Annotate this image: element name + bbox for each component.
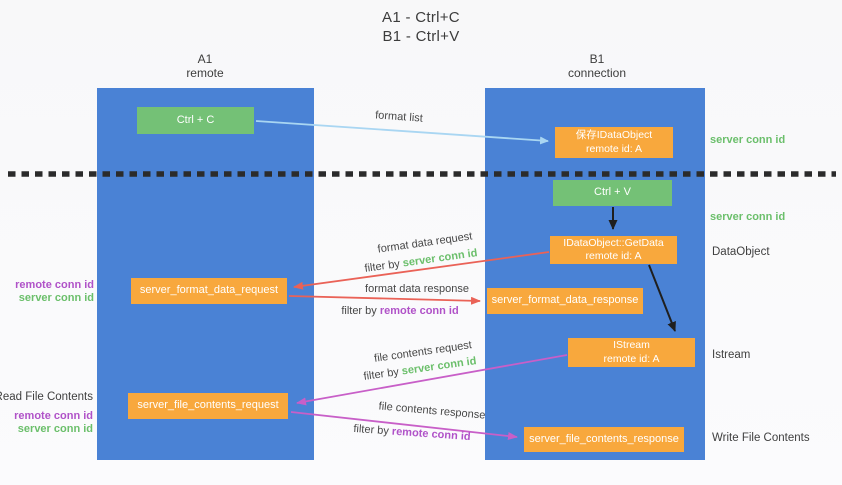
lane-a1-name: A1	[197, 52, 213, 66]
left-format-conn-ids: remote conn id server conn id	[15, 279, 94, 305]
right-dataobject-label: DataObject	[712, 246, 770, 258]
filter-by-text: filter by	[362, 366, 400, 383]
save-idataobject-line2: remote id: A	[585, 142, 643, 155]
ctrl-c-label: Ctrl + C	[176, 113, 215, 126]
format-list-annotation: format list	[374, 109, 424, 125]
server-file-contents-response-box: server_file_contents_response	[524, 427, 684, 452]
server-file-contents-request-box: server_file_contents_request	[128, 393, 288, 419]
right-server-conn-id-top: server conn id	[710, 134, 786, 146]
lane-b1-subtitle: connection	[567, 66, 627, 80]
istream-line1: IStream	[613, 339, 650, 351]
server-format-data-request-label: server_format_data_request	[139, 284, 279, 297]
idataobject-getdata-box: IDataObject::GetData remote id: A	[550, 236, 677, 264]
remote-conn-id-label: remote conn id	[15, 279, 94, 291]
save-idataobject-box: 保存IDataObject remote id: A	[555, 127, 673, 158]
read-file-contents-label: Read File Contents	[0, 391, 93, 403]
left-file-labels: Read File Contents remote conn id server…	[0, 391, 93, 436]
filter-by-text: filter by	[341, 305, 377, 317]
lane-b1-name: B1	[589, 52, 605, 66]
server-conn-id-label: server conn id	[17, 423, 93, 435]
server-format-data-request-box: server_format_data_request	[131, 278, 287, 304]
filter-by-text: filter by	[363, 258, 401, 275]
right-write-file-contents-label: Write File Contents	[712, 432, 810, 444]
remote-conn-id-text: remote conn id	[379, 305, 459, 317]
server-file-contents-request-label: server_file_contents_request	[137, 399, 279, 412]
server-conn-id-label: server conn id	[18, 292, 94, 304]
ctrl-v-box: Ctrl + V	[553, 180, 672, 206]
istream-box: IStream remote id: A	[568, 338, 695, 367]
save-idataobject-line1: 保存IDataObject	[575, 129, 653, 141]
ctrl-c-box: Ctrl + C	[137, 107, 254, 134]
format-data-response-arrow	[288, 295, 481, 305]
server-format-data-response-label: server_format_data_response	[491, 294, 639, 307]
right-server-conn-id-mid: server conn id	[710, 211, 786, 223]
getdata-line1: IDataObject::GetData	[563, 236, 664, 249]
ctrl-v-label: Ctrl + V	[594, 186, 631, 199]
file-contents-response-annotation: file contents response	[378, 400, 486, 422]
lane-a1-subtitle: remote	[186, 66, 224, 80]
server-format-data-response-box: server_format_data_response	[487, 288, 643, 314]
format-data-response-filter: filter by remote conn id	[341, 305, 458, 317]
format-data-response-annotation: format data response	[365, 283, 469, 295]
filter-by-text: filter by	[353, 422, 390, 438]
istream-line2: remote id: A	[603, 352, 660, 365]
lane-header-b1: B1 connection	[517, 52, 677, 80]
server-file-contents-response-label: server_file_contents_response	[529, 432, 679, 445]
diagram-title: A1 - Ctrl+C B1 - Ctrl+V	[0, 8, 842, 46]
right-istream-label: Istream	[712, 349, 751, 361]
title-line-1: A1 - Ctrl+C	[382, 9, 460, 26]
remote-conn-id-text: remote conn id	[391, 425, 471, 444]
file-contents-response-filter: filter by remote conn id	[353, 423, 471, 443]
getdata-line2: remote id: A	[585, 250, 642, 262]
remote-conn-id-label: remote conn id	[14, 410, 93, 422]
title-line-2: B1 - Ctrl+V	[382, 28, 460, 45]
lane-header-a1: A1 remote	[125, 52, 285, 80]
